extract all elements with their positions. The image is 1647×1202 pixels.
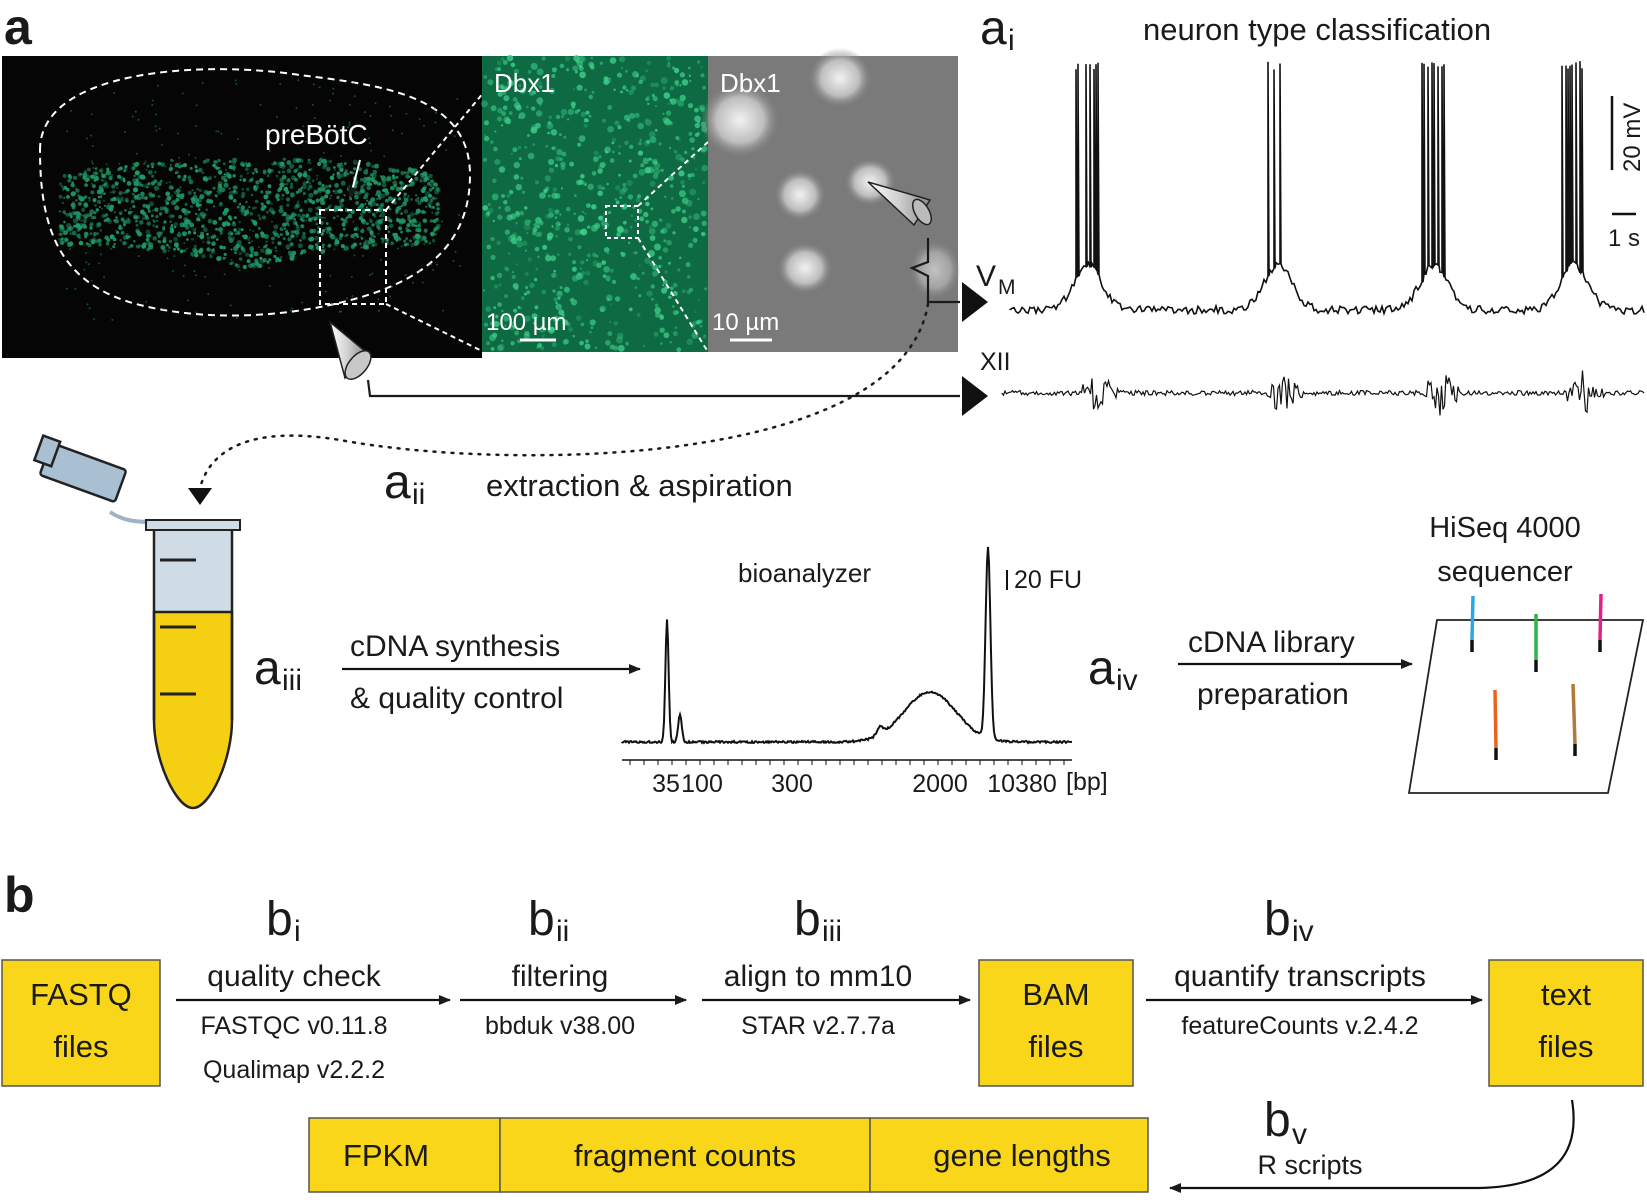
svg-text:iii: iii: [822, 915, 842, 948]
bioanalyzer-title: bioanalyzer: [738, 558, 871, 588]
svg-text:b: b: [794, 893, 821, 946]
cdna-library-text: cDNA library: [1188, 626, 1355, 659]
scale-20mv-label: 20 mV: [1619, 103, 1646, 172]
vm-output-arrow: [962, 282, 988, 322]
svg-text:iv: iv: [1116, 664, 1138, 697]
panel-a-label: a: [4, 0, 33, 55]
svg-text:b: b: [1264, 1094, 1291, 1147]
svg-text:V: V: [976, 260, 996, 293]
svg-text:a: a: [254, 642, 281, 695]
eppendorf-tube: [32, 434, 241, 810]
svg-text:b: b: [1264, 893, 1291, 946]
filtering-text: filtering: [512, 960, 609, 993]
bp-unit-label: [bp]: [1066, 768, 1108, 796]
xii-output-arrow: [962, 376, 988, 416]
svg-text:a: a: [384, 456, 411, 509]
bioanalyzer-axis: [622, 759, 1072, 765]
svg-text:a: a: [1088, 642, 1115, 695]
fastq-files-box: FASTQ files: [1, 959, 161, 1087]
bioanalyzer-tick-label: 35: [652, 770, 680, 798]
fastqc-version: FASTQC v0.11.8: [200, 1012, 387, 1040]
r-scripts-arrow: [1169, 1099, 1575, 1193]
output-fpkm: FPKM: [343, 1138, 429, 1173]
quality-check-text: quality check: [207, 960, 381, 993]
svg-text:a: a: [980, 2, 1007, 55]
svg-text:ii: ii: [412, 478, 425, 511]
sequencer-title-2: sequencer: [1437, 556, 1573, 588]
extraction-aspiration-text: extraction & aspiration: [486, 468, 793, 503]
scale-1s-label: 1 s: [1608, 225, 1640, 252]
brainstem-slice-image: [2, 56, 485, 358]
quantify-text: quantify transcripts: [1174, 960, 1426, 993]
step-bi-label: b i: [266, 893, 301, 948]
svg-text:text: text: [1541, 977, 1591, 1012]
svg-text:files: files: [1538, 1029, 1593, 1064]
vm-trace-label: V M: [976, 260, 1016, 299]
aspiration-dotted-path: [198, 302, 930, 490]
r-scripts-text: R scripts: [1257, 1150, 1362, 1180]
fu-label: 20 FU: [1014, 566, 1082, 594]
svg-text:i: i: [1008, 24, 1015, 57]
svg-text:M: M: [998, 276, 1016, 299]
bioanalyzer-tick-label: 300: [771, 770, 813, 798]
svg-text:b: b: [528, 893, 555, 946]
svg-text:v: v: [1292, 1118, 1307, 1151]
scale-100um-label: 100 µm: [486, 309, 567, 336]
scale-bars: [1610, 96, 1636, 216]
step-bii-label: b ii: [528, 893, 569, 948]
svg-text:iii: iii: [282, 664, 302, 697]
output-table: [308, 1117, 1149, 1193]
vm-trace: [1009, 61, 1645, 317]
star-version: STAR v2.7.7a: [741, 1012, 895, 1040]
svg-text:iv: iv: [1292, 915, 1314, 948]
svg-text:BAM: BAM: [1022, 977, 1089, 1012]
panel-ai-label: a i: [980, 2, 1015, 57]
bioanalyzer-trace: [621, 546, 1073, 745]
bioanalyzer-tick-label: 10380: [987, 770, 1057, 798]
panel-aiv-label: a iv: [1088, 642, 1138, 697]
step-bv-label: b v: [1264, 1094, 1307, 1151]
sequencer-title-1: HiSeq 4000: [1429, 512, 1581, 544]
flow-cell: [1407, 619, 1645, 794]
xii-electrode: [328, 319, 372, 380]
qualimap-version: Qualimap v2.2.2: [203, 1056, 385, 1084]
svg-text:files: files: [53, 1029, 108, 1064]
svg-text:FASTQ: FASTQ: [30, 977, 132, 1012]
dbx1-green-image: [480, 54, 709, 353]
xii-trace: [1001, 370, 1645, 416]
bam-files-box: BAM files: [978, 959, 1134, 1087]
neuron-classification-title: neuron type classification: [1143, 12, 1491, 47]
bioanalyzer-tick-label: 2000: [912, 770, 968, 798]
svg-text:i: i: [294, 915, 301, 948]
panel-aii-label: a ii: [384, 456, 425, 511]
panel-b-label: b: [4, 867, 35, 923]
bbduk-version: bbduk v38.00: [485, 1012, 635, 1040]
output-fragment-counts: fragment counts: [574, 1138, 796, 1173]
step-biii-label: b iii: [794, 893, 842, 948]
panel-aiii-label: a iii: [254, 642, 302, 697]
svg-text:ii: ii: [556, 915, 569, 948]
quality-control-text: & quality control: [350, 682, 563, 715]
dbx1-gray-label: Dbx1: [720, 68, 781, 98]
text-files-box: text files: [1488, 959, 1644, 1087]
svg-text:files: files: [1028, 1029, 1083, 1064]
dbx1-green-label: Dbx1: [494, 68, 555, 98]
scale-10um-label: 10 µm: [712, 309, 779, 336]
bioanalyzer-tick-label: 100: [681, 770, 723, 798]
cdna-synthesis-text: cDNA synthesis: [350, 630, 560, 663]
preparation-text: preparation: [1197, 678, 1349, 711]
step-biv-label: b iv: [1264, 893, 1314, 948]
align-text: align to mm10: [724, 960, 912, 993]
dbx1-gray-image: [700, 48, 961, 352]
xii-trace-label: XII: [980, 348, 1011, 376]
sequencing-reads: [1470, 593, 1603, 760]
featurecounts-version: featureCounts v.2.4.2: [1181, 1012, 1418, 1040]
svg-text:b: b: [266, 893, 293, 946]
output-gene-lengths: gene lengths: [933, 1138, 1111, 1173]
prebotc-label: preBötC: [265, 119, 368, 150]
